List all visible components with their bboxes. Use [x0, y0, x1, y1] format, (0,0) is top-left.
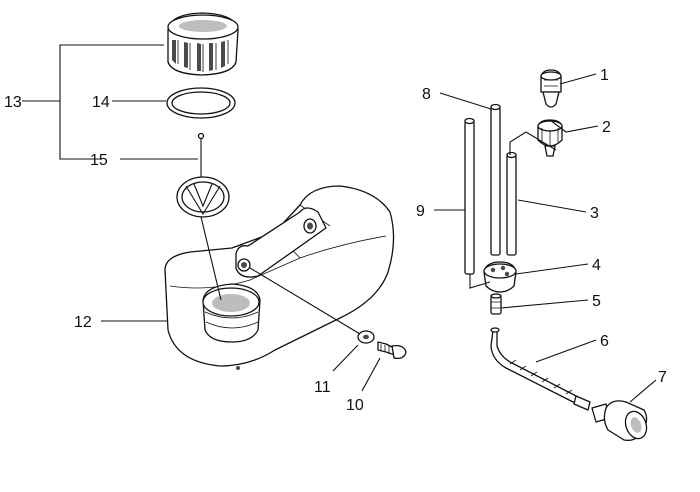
tank-grommet [483, 261, 517, 293]
tube-short [506, 151, 517, 256]
tube-long-right [490, 103, 501, 256]
callout-11: 11 [314, 379, 331, 396]
callout-14: 14 [92, 94, 110, 111]
callout-4: 4 [592, 257, 601, 274]
callout-12: 12 [74, 314, 92, 331]
connector [490, 293, 502, 315]
callout-7: 7 [658, 369, 667, 386]
callout-9: 9 [416, 203, 425, 220]
valve-fitting [537, 119, 563, 157]
callout-15: 15 [90, 152, 108, 169]
fitting-cap [540, 69, 562, 108]
left-leader-lines [22, 44, 381, 392]
callout-2: 2 [602, 119, 611, 136]
callout-labels: 1 2 3 4 5 6 7 8 9 10 11 12 13 14 15 [4, 67, 667, 414]
callout-8: 8 [422, 86, 431, 103]
callout-10: 10 [346, 397, 364, 414]
callout-13: 13 [4, 94, 22, 111]
callout-5: 5 [592, 293, 601, 310]
fuel-tank [164, 185, 395, 370]
fuel-filter [591, 400, 648, 441]
cap-gasket [166, 87, 236, 119]
fuel-cap [167, 12, 239, 76]
fuel-hose [490, 327, 591, 411]
callout-1: 1 [600, 67, 609, 84]
bolt [377, 341, 407, 360]
callout-6: 6 [600, 333, 609, 350]
fuel-strainer [176, 132, 230, 218]
washer [357, 330, 375, 344]
callout-3: 3 [590, 205, 599, 222]
tube-long-left [464, 117, 475, 275]
right-leader-lines [434, 73, 657, 403]
